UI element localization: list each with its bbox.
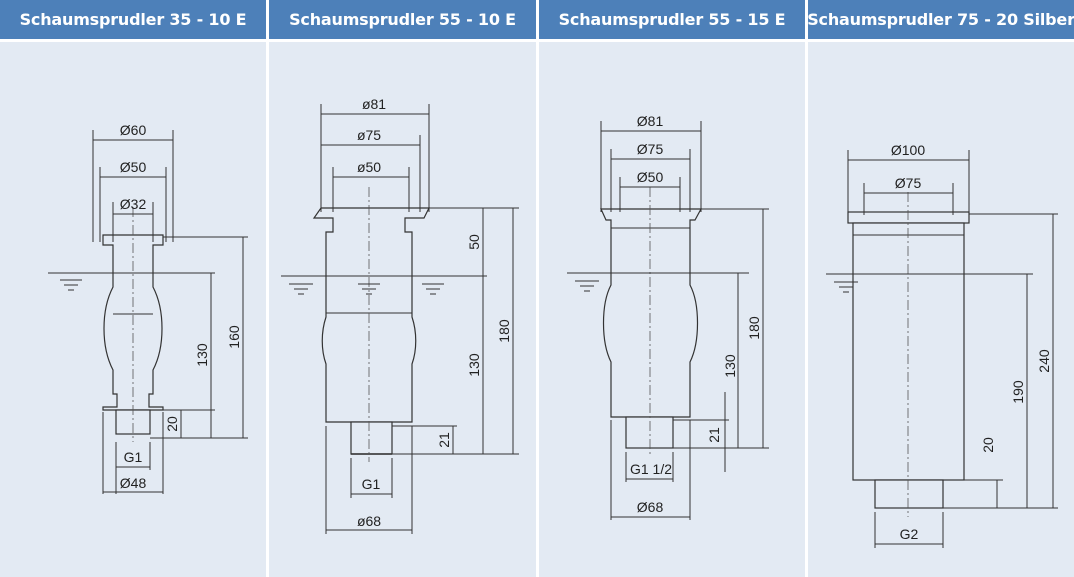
product-title: Schaumsprudler 75 - 20 Silber — [808, 0, 1074, 39]
dim-base: Ø68 — [637, 499, 664, 515]
dim-thread: G2 — [900, 526, 919, 542]
product-title: Schaumsprudler 35 - 10 E — [0, 0, 266, 39]
product-title: Schaumsprudler 55 - 15 E — [539, 0, 805, 39]
dim-height-total: 180 — [746, 316, 762, 340]
technical-drawing: Ø100 Ø75 240 190 20 G2 — [826, 142, 1058, 548]
dim-base: ø68 — [357, 513, 381, 529]
dim-diameter-mid: Ø75 — [895, 175, 922, 191]
thread-connector — [625, 416, 674, 449]
dim-diameter-outer: Ø60 — [120, 122, 147, 138]
thread-connector — [874, 479, 944, 509]
technical-drawing: Ø60 Ø50 Ø32 160 130 20 G1 Ø48 — [48, 122, 248, 494]
dim-thread: G1 — [362, 476, 381, 492]
dim-diameter-mid: Ø75 — [637, 141, 664, 157]
product-column-1: Schaumsprudler 35 - 10 E — [0, 0, 266, 577]
dim-diameter-mid: Ø50 — [120, 159, 147, 175]
product-column-2: Schaumsprudler 55 - 10 E — [269, 0, 536, 577]
dim-height-top: 50 — [466, 234, 482, 250]
fitting-body — [852, 222, 965, 481]
product-column-3: Schaumsprudler 55 - 15 E — [539, 0, 805, 577]
thread-connector — [350, 421, 393, 455]
dim-height-total: 240 — [1036, 349, 1052, 373]
dim-diameter-mid: ø75 — [357, 127, 381, 143]
technical-drawing: ø81 ø75 ø50 50 180 130 21 G1 ø68 — [281, 96, 519, 534]
drawing-panel: Ø100 Ø75 240 190 20 G2 — [808, 42, 1074, 577]
dim-height-thread: 20 — [164, 416, 180, 432]
dim-diameter-outer: Ø100 — [891, 142, 925, 158]
fitting-body — [600, 208, 703, 418]
dim-height-thread: 21 — [436, 432, 452, 448]
dim-height-submerged: 190 — [1010, 380, 1026, 404]
dim-base: Ø48 — [120, 475, 147, 491]
dim-diameter-outer: ø81 — [362, 96, 386, 112]
dim-height-submerged: 130 — [466, 353, 482, 377]
dim-thread: G1 1/2 — [630, 461, 672, 477]
technical-drawing: Ø81 Ø75 Ø50 180 130 21 G1 1/2 Ø68 — [567, 113, 769, 520]
drawing-panel: Ø81 Ø75 Ø50 180 130 21 G1 1/2 Ø68 — [539, 42, 805, 577]
dim-height-submerged: 130 — [194, 343, 210, 367]
dim-diameter-inner: ø50 — [357, 159, 381, 175]
dim-height-submerged: 130 — [722, 354, 738, 378]
dim-thread: G1 — [124, 449, 143, 465]
dim-height-thread: 20 — [980, 437, 996, 453]
dim-diameter-outer: Ø81 — [637, 113, 664, 129]
drawing-panel: ø81 ø75 ø50 50 180 130 21 G1 ø68 — [269, 42, 536, 577]
dim-height-total: 160 — [226, 325, 242, 349]
dim-height-total: 180 — [496, 319, 512, 343]
fitting-body — [312, 207, 430, 423]
product-title: Schaumsprudler 55 - 10 E — [269, 0, 536, 39]
fitting-cap — [847, 211, 970, 224]
dim-height-thread: 21 — [706, 427, 722, 443]
dim-diameter-inner: Ø32 — [120, 196, 147, 212]
dim-diameter-inner: Ø50 — [637, 169, 664, 185]
drawing-panel: Ø60 Ø50 Ø32 160 130 20 G1 Ø48 — [0, 42, 266, 577]
product-column-4: Schaumsprudler 75 - 20 Silber — [808, 0, 1074, 577]
